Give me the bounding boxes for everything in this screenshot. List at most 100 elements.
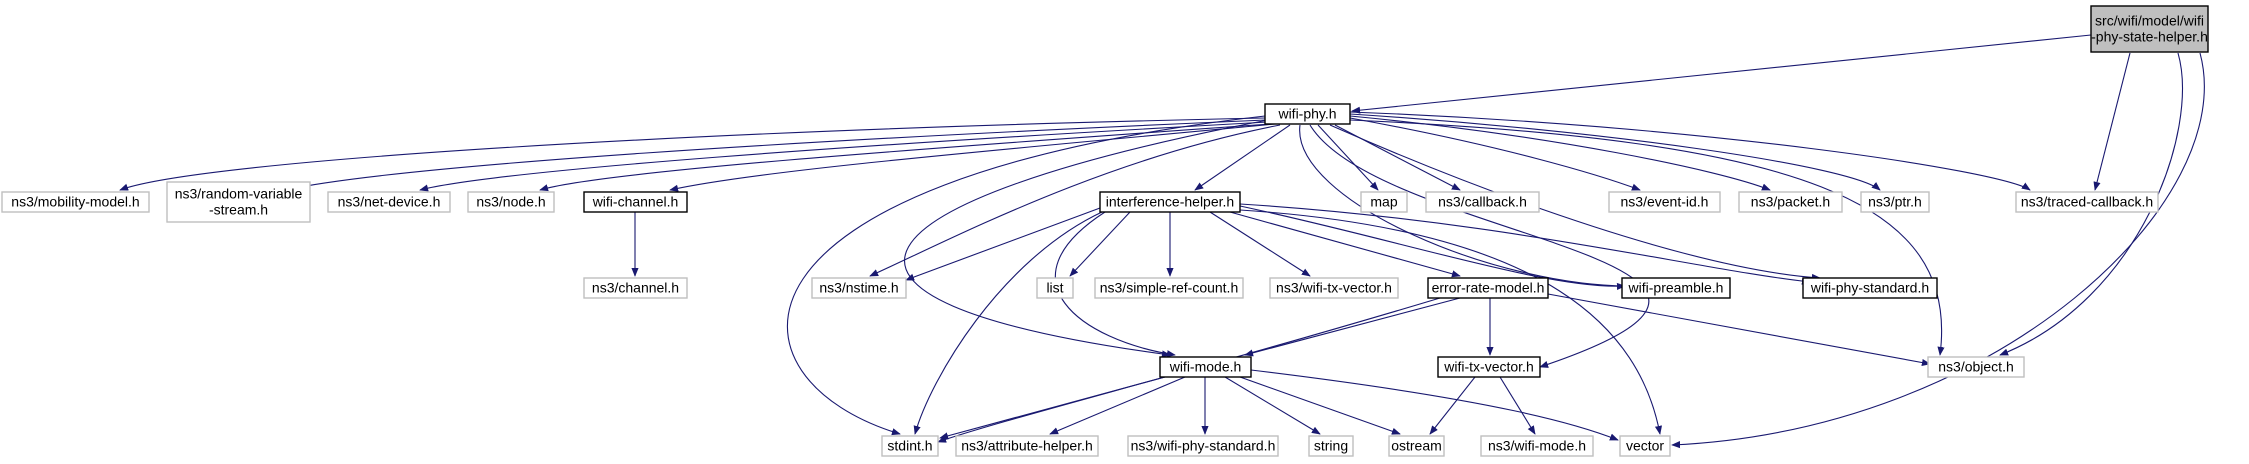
edge-root-to-tracedcb <box>2093 52 2131 191</box>
edge-wifiphy-to-wifitxvec <box>1309 124 1650 368</box>
edge-wifiphy-to-eventid <box>1349 117 1641 191</box>
dependency-edge <box>1224 376 1321 435</box>
dependency-edge <box>284 119 1267 192</box>
dependency-edge <box>1349 115 1771 191</box>
node-simpleref: ns3/simple-ref-count.h <box>1094 277 1244 299</box>
node-label: wifi-phy.h <box>1277 106 1336 122</box>
node-wifichannel[interactable]: wifi-channel.h <box>583 191 688 213</box>
edge-wifiphy-to-packet <box>1349 115 1771 191</box>
edge-interference-to-nstime <box>905 207 1101 281</box>
node-label: wifi-preamble.h <box>1628 280 1724 296</box>
node-box <box>1621 277 1731 299</box>
node-box <box>811 277 907 299</box>
dependency-edge <box>539 123 1271 192</box>
node-label: string <box>1314 438 1348 454</box>
edge-interference-to-wifitxvec3 <box>1209 211 1311 277</box>
node-box <box>1437 356 1541 378</box>
dependency-edge <box>904 119 1269 358</box>
node-label: stdint.h <box>887 438 932 454</box>
node-label: interference-helper.h <box>1106 194 1234 210</box>
edge-wifiphy-to-phystd <box>1329 124 1821 282</box>
node-label: ns3/attribute-helper.h <box>961 438 1093 454</box>
dependency-edge <box>1334 124 1461 191</box>
edge-wifiphy-to-callback <box>1334 124 1461 191</box>
edge-wifiphy-to-map <box>1317 124 1379 191</box>
node-box <box>1360 191 1408 213</box>
node-label: ns3/mobility-model.h <box>11 194 139 210</box>
node-randomvar: ns3/random-variable-stream.h <box>166 181 311 223</box>
node-wifimode[interactable]: wifi-mode.h <box>1159 356 1252 378</box>
node-label: ns3/channel.h <box>592 280 679 296</box>
node-map: map <box>1360 191 1408 213</box>
dependency-edge <box>1229 211 1461 278</box>
dependency-edge <box>119 117 1266 191</box>
node-phystd[interactable]: wifi-phy-standard.h <box>1802 277 1938 299</box>
node-object: ns3/object.h <box>1927 356 2025 378</box>
node-box <box>1480 435 1594 457</box>
node-box <box>1802 277 1938 299</box>
node-phystd3: ns3/wifi-phy-standard.h <box>1127 435 1279 457</box>
node-box <box>1927 356 2025 378</box>
node-label: vector <box>1626 438 1664 454</box>
dependency-edge <box>1299 124 1641 290</box>
node-box <box>881 435 939 457</box>
edge-wifimode-to-stdint <box>939 376 1166 440</box>
node-eventid: ns3/event-id.h <box>1608 191 1721 213</box>
node-box <box>1 191 150 213</box>
edge-wifiphy-to-mobility <box>119 117 1266 191</box>
node-box <box>1608 191 1721 213</box>
edge-wifimode-to-attrhelper <box>1049 376 1186 435</box>
edge-wifimode-to-vector <box>1250 369 1619 441</box>
node-vector: vector <box>1619 435 1671 457</box>
node-channel: ns3/channel.h <box>583 277 688 299</box>
node-box <box>1127 435 1279 457</box>
node-box <box>1308 435 1354 457</box>
edge-interference-to-wifimode <box>1054 211 1176 358</box>
node-box <box>583 277 688 299</box>
dependency-edge <box>1250 369 1619 441</box>
node-box <box>166 181 311 223</box>
edge-errorrate-to-object <box>1547 293 1931 367</box>
node-box <box>1388 435 1445 457</box>
edge-errorrate-to-wifimode <box>1244 297 1461 357</box>
edge-interference-to-phystd <box>1239 203 1811 285</box>
node-box <box>1094 277 1244 299</box>
node-label: ns3/node.h <box>476 194 545 210</box>
dependency-edge <box>1069 211 1131 277</box>
dependency-edge <box>1309 124 1650 368</box>
edge-wifiphy-to-randomvar <box>284 119 1267 192</box>
dependency-edge <box>939 376 1166 440</box>
edge-interference-to-stdint <box>913 211 1103 435</box>
dependency-edge <box>913 211 1103 435</box>
node-netdevice: ns3/net-device.h <box>327 191 451 213</box>
node-label: ns3/wifi-mode.h <box>1488 438 1586 454</box>
dependency-edges <box>119 34 2205 449</box>
node-box <box>1099 191 1241 213</box>
node-box <box>1269 277 1399 299</box>
dependency-edge <box>1349 119 1945 356</box>
node-preamble[interactable]: wifi-preamble.h <box>1621 277 1731 299</box>
dependency-edge <box>1317 124 1379 191</box>
node-interference[interactable]: interference-helper.h <box>1099 191 1241 213</box>
dependency-edge <box>1499 376 1536 435</box>
edge-wifitxvec-to-ostream <box>1429 376 1476 435</box>
edge-wifiphy-to-wifichannel <box>669 123 1276 192</box>
node-box <box>1860 191 1930 213</box>
edge-root-to-vector <box>1671 52 2205 449</box>
node-label: list <box>1046 280 1063 296</box>
node-errorrate[interactable]: error-rate-model.h <box>1427 277 1549 299</box>
node-node: ns3/node.h <box>467 191 555 213</box>
node-box <box>327 191 451 213</box>
dependency-edge <box>1054 211 1176 358</box>
node-root[interactable]: src/wifi/model/wifi-phy-state-helper.h <box>2090 5 2209 53</box>
dependency-edge <box>1194 124 1291 191</box>
dependency-edge <box>1429 376 1476 435</box>
edge-wifiphy-to-stdint <box>786 115 1266 436</box>
node-box <box>1738 191 1843 213</box>
node-wifitxvec[interactable]: wifi-tx-vector.h <box>1437 356 1541 378</box>
node-ostream: ostream <box>1388 435 1445 457</box>
node-box <box>1619 435 1671 457</box>
node-wifiphy[interactable]: wifi-phy.h <box>1264 103 1351 125</box>
dependency-edge <box>2093 52 2131 191</box>
dependency-edge <box>1244 297 1461 357</box>
